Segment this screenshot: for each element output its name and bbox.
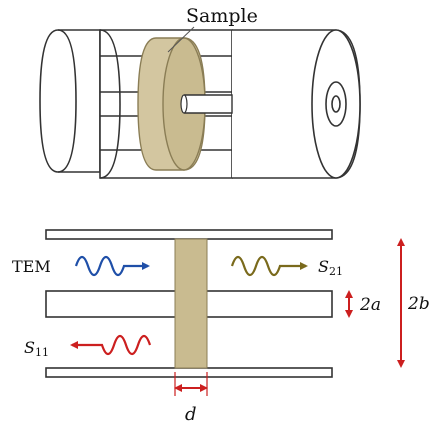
transmitted-wave bbox=[230, 255, 308, 277]
s21-label-sub: 21 bbox=[329, 265, 343, 278]
sample-disc-3d bbox=[137, 37, 233, 171]
sample-label: Sample bbox=[186, 5, 258, 27]
outer-conductor-top bbox=[45, 229, 333, 240]
s21-label: S21 bbox=[318, 257, 343, 278]
inner-diameter-label: 2a bbox=[359, 295, 381, 315]
s11-label: S11 bbox=[24, 338, 49, 359]
s21-label-s: S bbox=[318, 257, 329, 276]
outer-diameter-label: 2b bbox=[407, 294, 430, 314]
incident-wave bbox=[74, 255, 150, 277]
thickness-label: d bbox=[185, 404, 197, 425]
sample-leader-line bbox=[167, 26, 195, 53]
left-end-cap bbox=[39, 29, 101, 173]
inner-conductor-end bbox=[331, 95, 341, 113]
s11-label-sub: 11 bbox=[35, 346, 49, 359]
sample-slab bbox=[174, 238, 208, 369]
reflected-wave bbox=[70, 334, 152, 356]
outer-conductor-bottom bbox=[45, 367, 333, 378]
s11-label-s: S bbox=[24, 338, 35, 357]
tem-label: TEM bbox=[12, 257, 51, 276]
